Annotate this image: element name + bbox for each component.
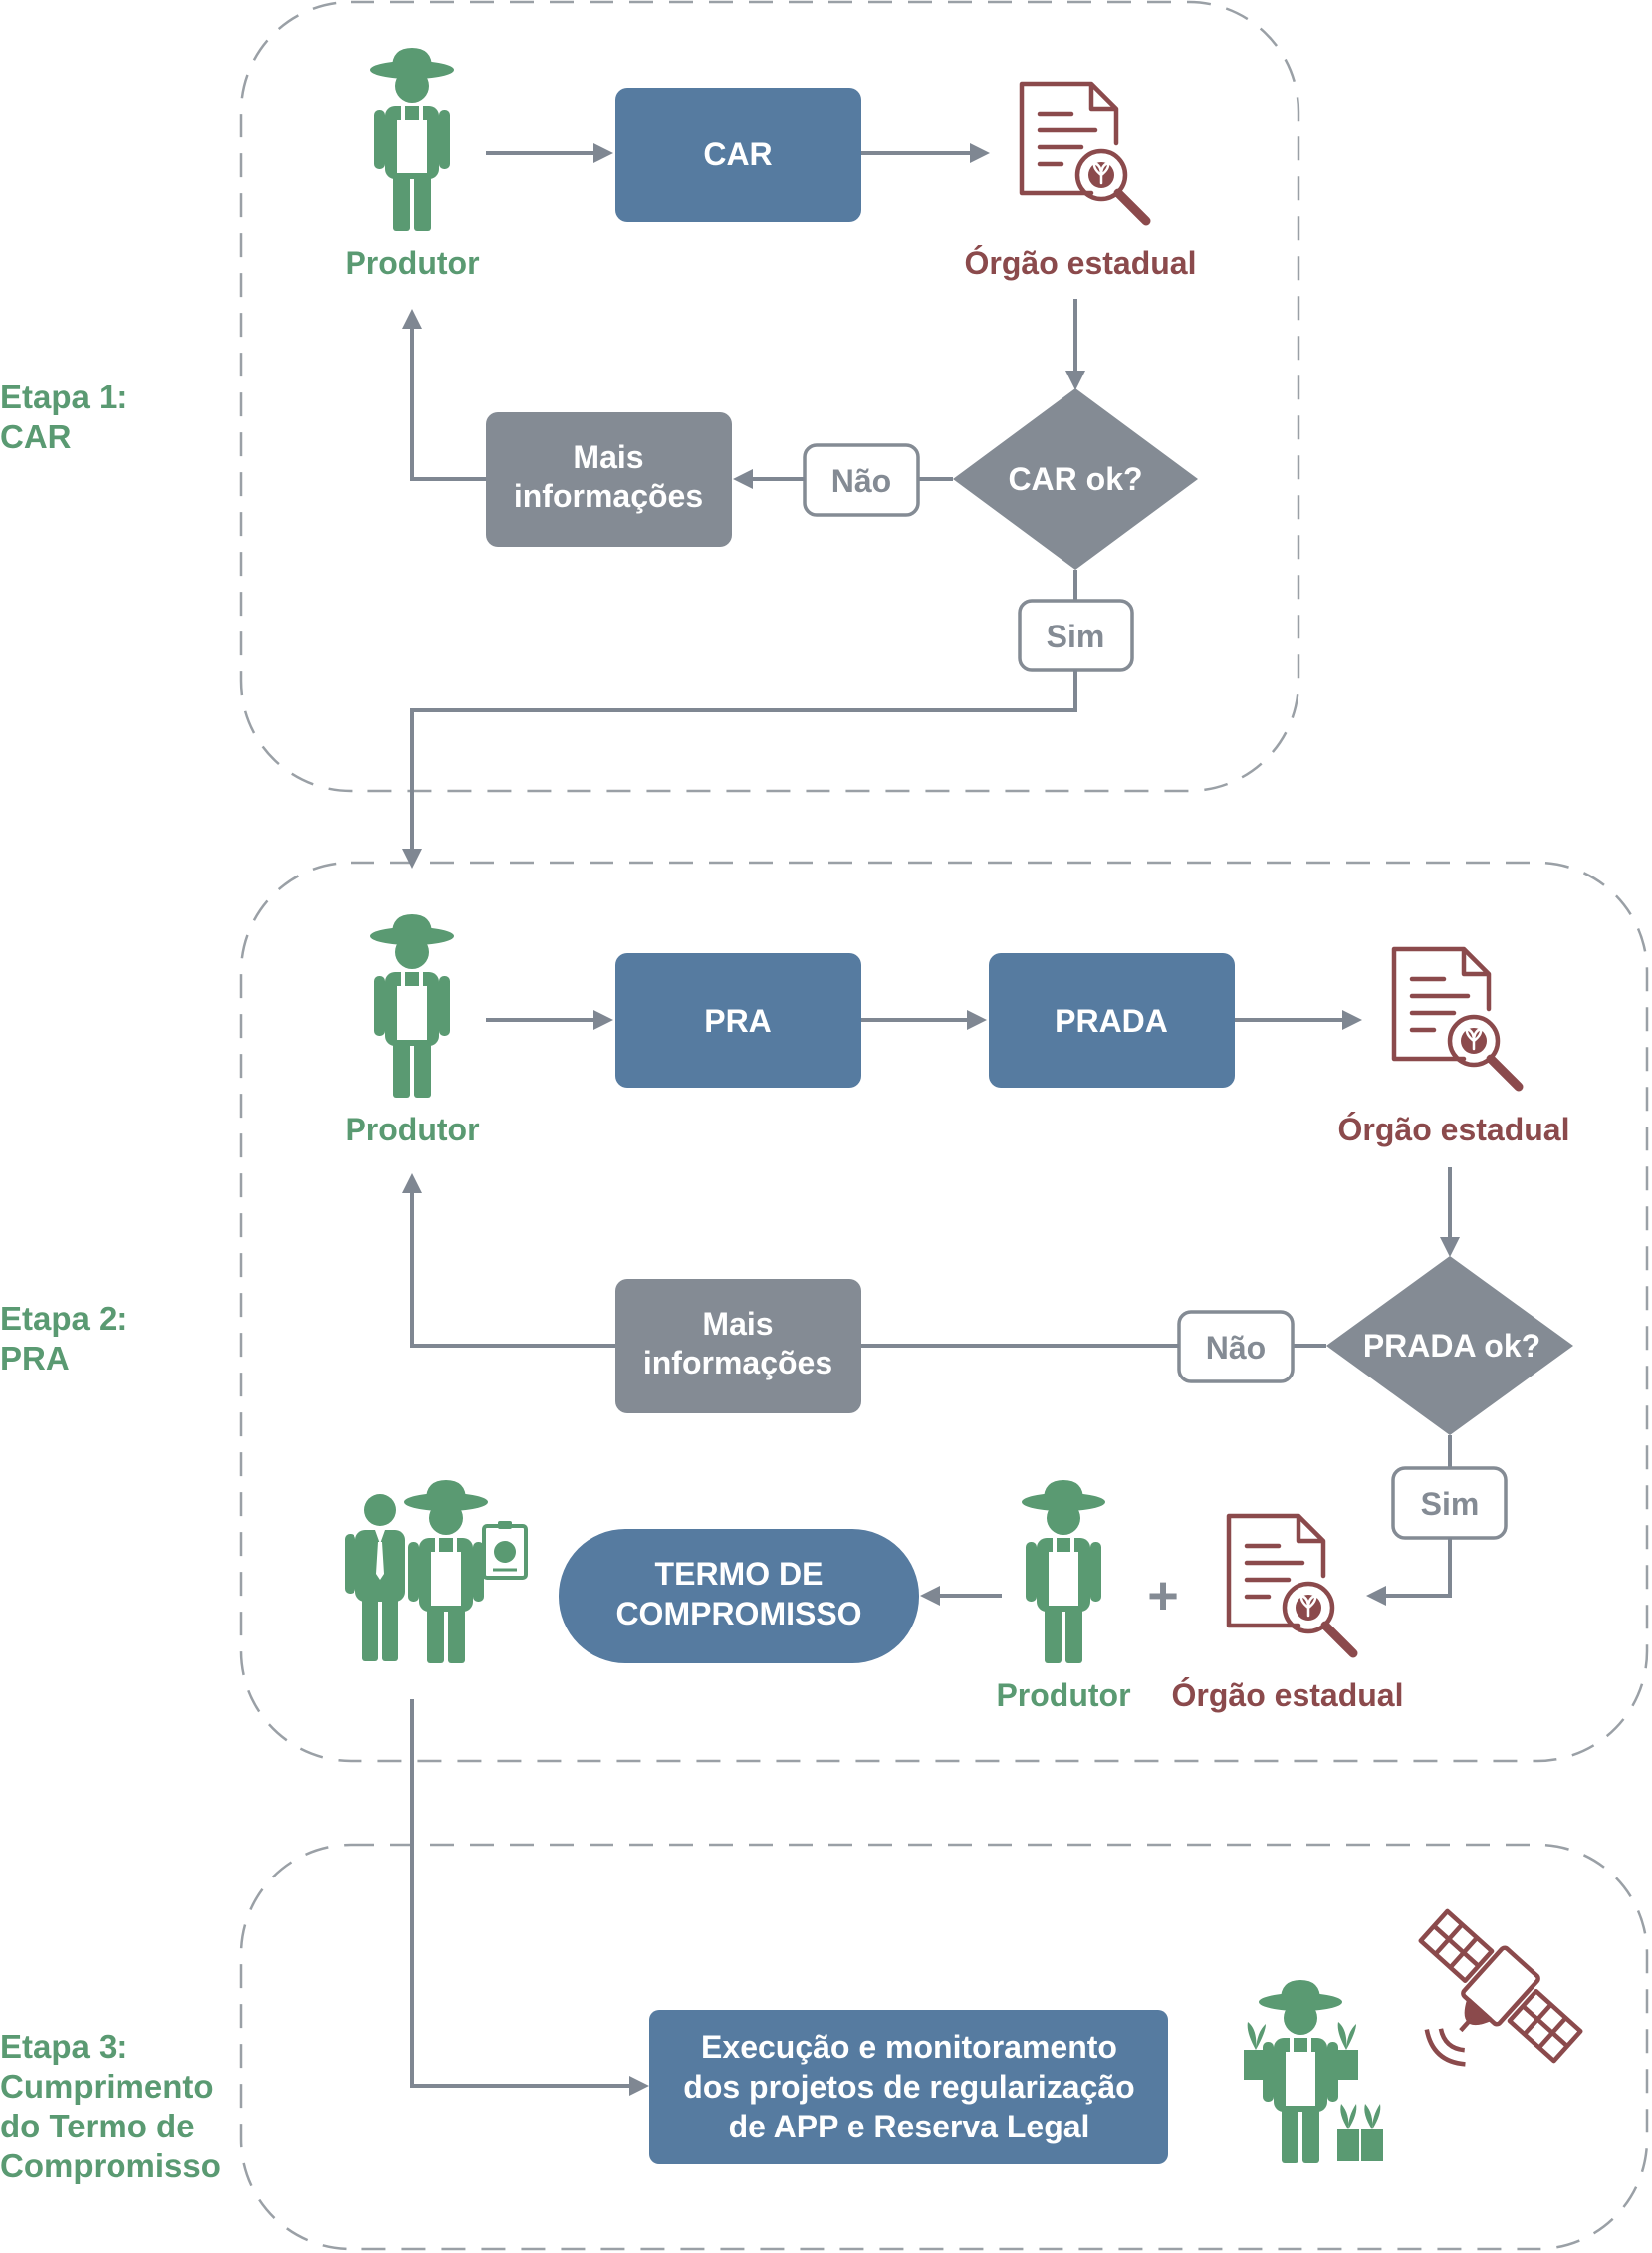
execucao-line1: Execução e monitoramento [701, 2029, 1117, 2065]
mais-info-line1: Mais [702, 1306, 773, 1342]
termo-compromisso-box [559, 1529, 919, 1663]
orgao-label: Órgão estadual [1338, 1112, 1570, 1147]
sim-tag-label: Sim [1421, 1486, 1480, 1522]
mais-info-line1: Mais [573, 439, 643, 475]
pra-box-label: PRA [704, 1003, 772, 1039]
stage2-label-line2: PRA [0, 1340, 70, 1377]
connector-arrow [402, 309, 486, 481]
nao-tag-label: Não [1206, 1330, 1266, 1366]
stage1-label-line1: Etapa 1: [0, 378, 127, 415]
mais-info-box [486, 412, 732, 547]
stage3-label-line1: Etapa 3: [0, 2028, 127, 2065]
car-ok-label: CAR ok? [1008, 461, 1142, 497]
execucao-box [649, 2010, 1168, 2164]
connector-arrow [402, 1173, 615, 1348]
stage3-label-line4: Compromisso [0, 2147, 221, 2184]
mais-info-line2: informações [514, 478, 703, 514]
pra-box [615, 953, 861, 1088]
prada-ok-decision [1326, 1256, 1573, 1435]
stage2-region [239, 861, 1649, 1763]
sim-tag-label: Sim [1047, 619, 1105, 654]
execucao-line2: dos projetos de regularização [683, 2069, 1134, 2105]
mais-info-box [615, 1279, 861, 1413]
stage1-region [239, 0, 1300, 793]
car-box [615, 88, 861, 222]
document-search-icon [1022, 84, 1146, 221]
produtor-label: Produtor [345, 1112, 479, 1147]
official-and-farmer-icon [345, 1480, 528, 1663]
prada-box-label: PRADA [1055, 1003, 1168, 1039]
satellite-icon [1418, 1908, 1583, 2067]
stage3-label-line3: do Termo de [0, 2108, 195, 2144]
farmer-icon [370, 914, 454, 1098]
connector-arrow [1366, 1538, 1452, 1606]
connector-arrow [410, 1699, 649, 2096]
farmer-with-plants-icon [1244, 1980, 1383, 2163]
car-box-label: CAR [703, 136, 772, 172]
stage3-label-line2: Cumprimento [0, 2068, 214, 2105]
plus-sign: + [1147, 1566, 1179, 1626]
stage2-label-line1: Etapa 2: [0, 1300, 127, 1337]
termo-line1: TERMO DE [655, 1556, 824, 1592]
produtor-label: Produtor [345, 245, 479, 281]
nao-tag-label: Não [831, 463, 891, 499]
termo-line2: COMPROMISSO [615, 1596, 861, 1631]
document-search-icon [1229, 1516, 1353, 1653]
mais-info-line2: informações [643, 1345, 832, 1380]
document-search-icon [1394, 949, 1519, 1087]
farmer-icon [1022, 1480, 1105, 1663]
produtor-label: Produtor [996, 1677, 1130, 1713]
orgao-label: Órgão estadual [965, 245, 1197, 281]
prada-box [989, 953, 1235, 1088]
car-ok-decision [953, 388, 1198, 570]
farmer-icon [370, 48, 454, 231]
stage3-region [239, 1843, 1649, 2251]
execucao-line3: de APP e Reserva Legal [729, 2109, 1090, 2144]
prada-ok-label: PRADA ok? [1363, 1328, 1540, 1364]
stage1-label-line2: CAR [0, 418, 72, 455]
orgao-label: Órgão estadual [1172, 1677, 1404, 1713]
connector-arrow [402, 670, 1077, 869]
